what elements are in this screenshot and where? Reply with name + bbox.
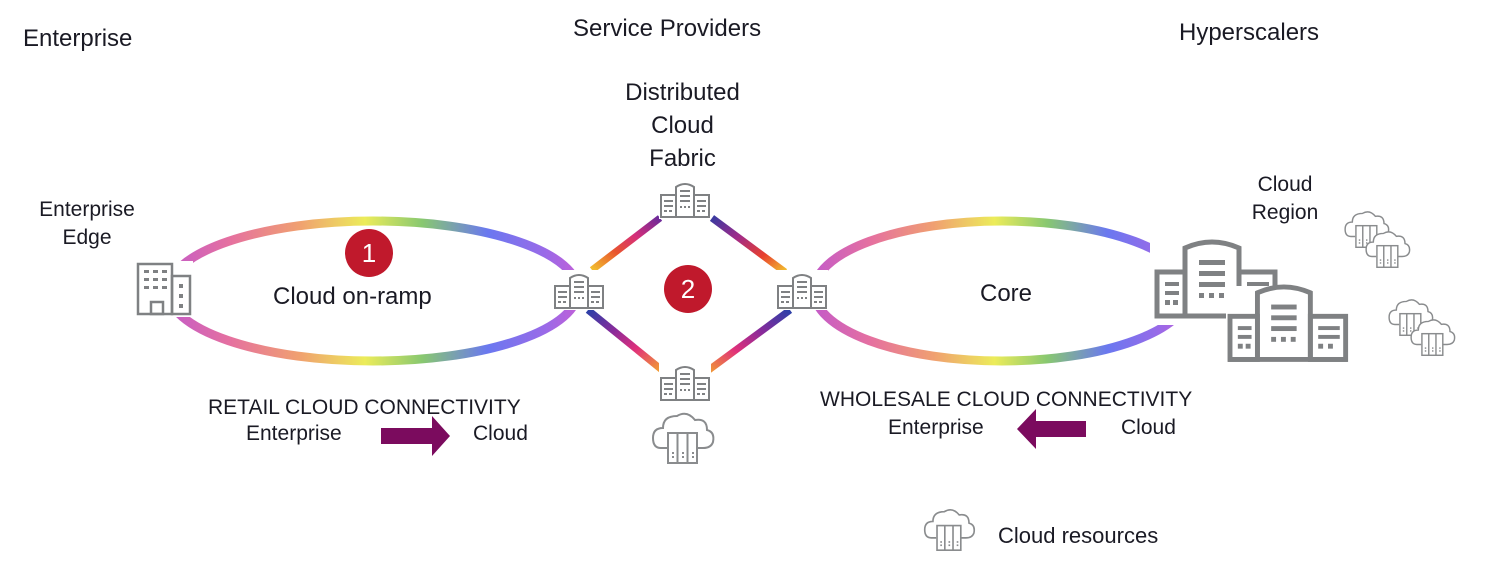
step-badge-1: 1 xyxy=(345,229,393,277)
fabric-node-bottom-icon xyxy=(658,361,712,403)
fabric-label-line1: Distributed xyxy=(625,79,740,106)
enterprise-building-icon xyxy=(135,261,193,317)
fabric-node-right-icon xyxy=(775,269,829,311)
step-badge-2: 2 xyxy=(664,265,712,313)
step-badge-1-number: 1 xyxy=(362,238,376,268)
retail-connectivity-title: RETAIL CLOUD CONNECTIVITY xyxy=(208,396,521,419)
retail-from-label: Enterprise xyxy=(246,422,342,445)
mesh-link-left-bottom xyxy=(585,307,665,373)
mesh-link-left-top xyxy=(589,215,663,273)
fabric-node-top-icon xyxy=(658,178,712,220)
wholesale-to-label: Cloud xyxy=(1121,416,1176,439)
retail-arrow-right-icon xyxy=(381,416,450,456)
enterprise-edge-label-line2: Edge xyxy=(62,226,112,249)
cloud-cluster-icon-top xyxy=(1344,211,1411,268)
wholesale-connectivity-title: WHOLESALE CLOUD CONNECTIVITY xyxy=(820,388,1193,411)
step-badge-2-number: 2 xyxy=(681,274,695,304)
fabric-label-line2: Cloud xyxy=(651,112,714,139)
cloud-server-icon xyxy=(652,412,715,464)
cloud-on-ramp-label: Cloud on-ramp xyxy=(273,283,432,310)
cloud-cluster-icon-bottom xyxy=(1388,299,1456,356)
cloud-region-campus-icon xyxy=(1150,235,1352,364)
legend-cloud-resources-label: Cloud resources xyxy=(998,523,1159,548)
section-service-providers: Service Providers xyxy=(573,15,762,42)
cloud-region-label: Cloud Region xyxy=(1235,171,1335,227)
distributed-cloud-fabric-label: Distributed Cloud Fabric xyxy=(600,76,765,175)
section-enterprise: Enterprise xyxy=(23,25,133,52)
retail-to-label: Cloud xyxy=(473,422,528,445)
enterprise-edge-label-line1: Enterprise xyxy=(39,198,135,221)
cloud-region-label-line2: Region xyxy=(1251,201,1319,224)
mesh-link-top-right xyxy=(709,215,788,275)
fabric-node-left-icon xyxy=(552,269,606,311)
enterprise-edge-label: Enterprise Edge xyxy=(22,196,152,252)
wholesale-from-label: Enterprise xyxy=(888,416,984,439)
fabric-label-line3: Fabric xyxy=(649,145,716,172)
cloud-region-label-line1: Cloud xyxy=(1257,173,1313,196)
section-hyperscalers: Hyperscalers xyxy=(1179,19,1320,46)
fabric-mesh xyxy=(585,215,793,375)
legend-cloud-server-icon xyxy=(923,508,976,551)
core-label: Core xyxy=(980,280,1033,307)
mesh-link-right-bottom xyxy=(703,307,793,375)
wholesale-arrow-left-icon xyxy=(1017,409,1086,449)
